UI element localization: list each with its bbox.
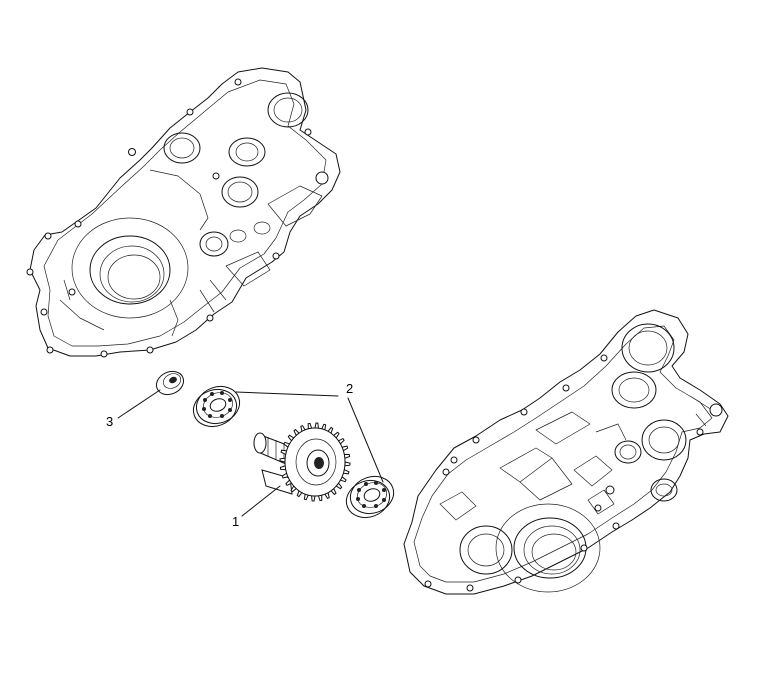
leader-lines [117, 389, 384, 517]
callout-label-1: 1 [232, 514, 239, 529]
left-crankcase-half [26, 67, 341, 358]
ball-bearing-upper [192, 385, 241, 428]
callout-label-3: 3 [106, 414, 113, 429]
gear-tooth [311, 495, 316, 502]
gear-tooth [344, 461, 351, 467]
callout-label-2: 2 [346, 381, 353, 396]
oil-seal [155, 370, 185, 396]
gear-tooth [279, 457, 286, 463]
ball-bearing-lower [345, 475, 395, 519]
right-crankcase-half [403, 309, 729, 595]
kickstart-idler-gear [253, 422, 351, 502]
gear-tooth [314, 422, 319, 429]
